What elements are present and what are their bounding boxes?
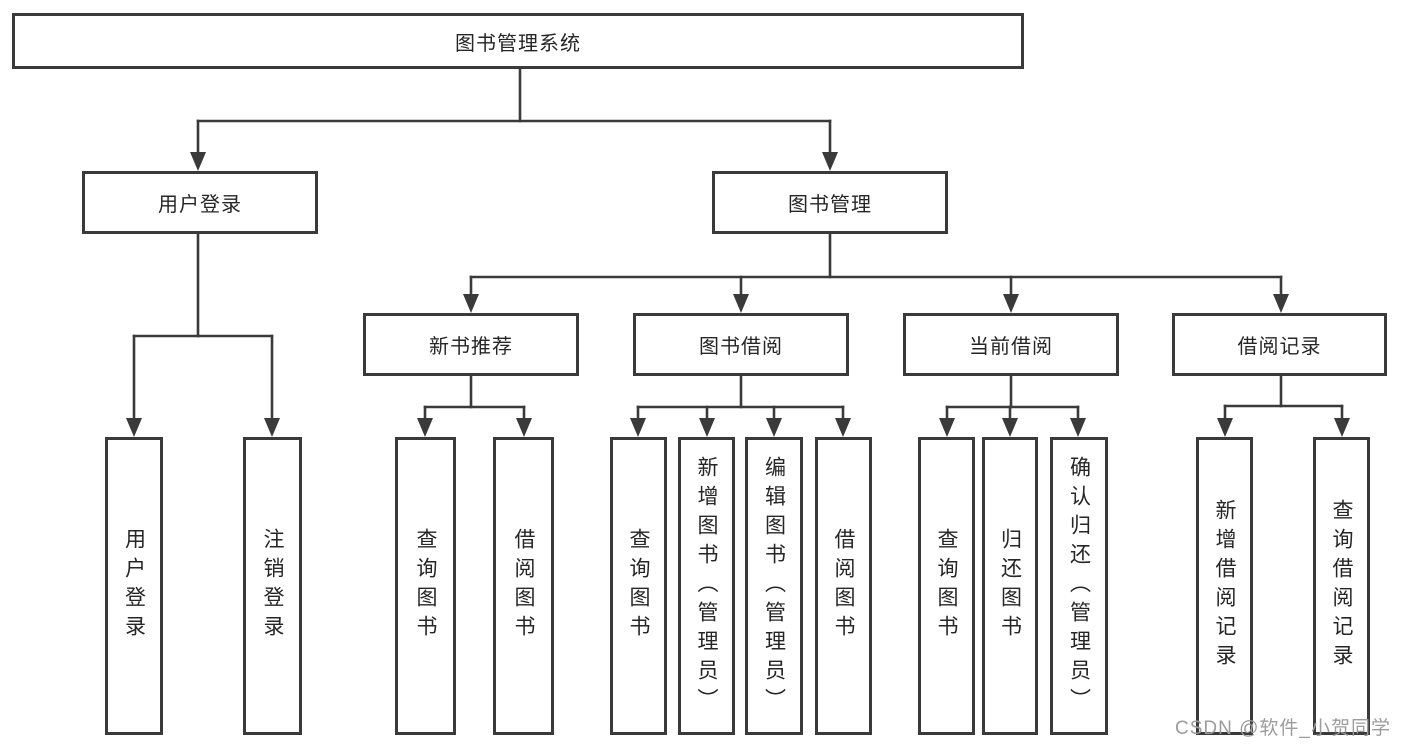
leaf-confirm-return-admin: 确认归还（管理员） — [1050, 437, 1108, 735]
node-new-book-recommendation: 新书推荐 — [363, 313, 579, 376]
leaf-borrow-books-recommend: 借阅图书 — [493, 437, 554, 735]
leaf-edit-books-admin: 编辑图书（管理员） — [745, 437, 803, 735]
node-root-library-system: 图书管理系统 — [12, 13, 1024, 69]
leaf-add-books-admin: 新增图书（管理员） — [678, 437, 735, 735]
csdn-watermark: CSDN @软件_小贺同学 — [1175, 718, 1391, 739]
leaf-borrow-books: 借阅图书 — [815, 437, 872, 735]
leaf-user-login: 用户登录 — [105, 437, 163, 735]
leaf-query-books-current: 查询图书 — [918, 437, 975, 735]
node-borrowing-records: 借阅记录 — [1172, 313, 1387, 376]
leaf-return-books: 归还图书 — [982, 437, 1038, 735]
node-book-borrowing: 图书借阅 — [633, 313, 849, 376]
node-user-login: 用户登录 — [82, 171, 318, 234]
leaf-logout: 注销登录 — [243, 437, 302, 735]
node-book-management: 图书管理 — [712, 171, 948, 234]
leaf-query-books-recommend: 查询图书 — [395, 437, 456, 735]
leaf-query-books-borrowing: 查询图书 — [610, 437, 667, 735]
leaf-add-borrow-record: 新增借阅记录 — [1196, 437, 1253, 735]
leaf-query-borrow-record: 查询借阅记录 — [1313, 437, 1370, 735]
node-current-borrowing: 当前借阅 — [903, 313, 1119, 376]
